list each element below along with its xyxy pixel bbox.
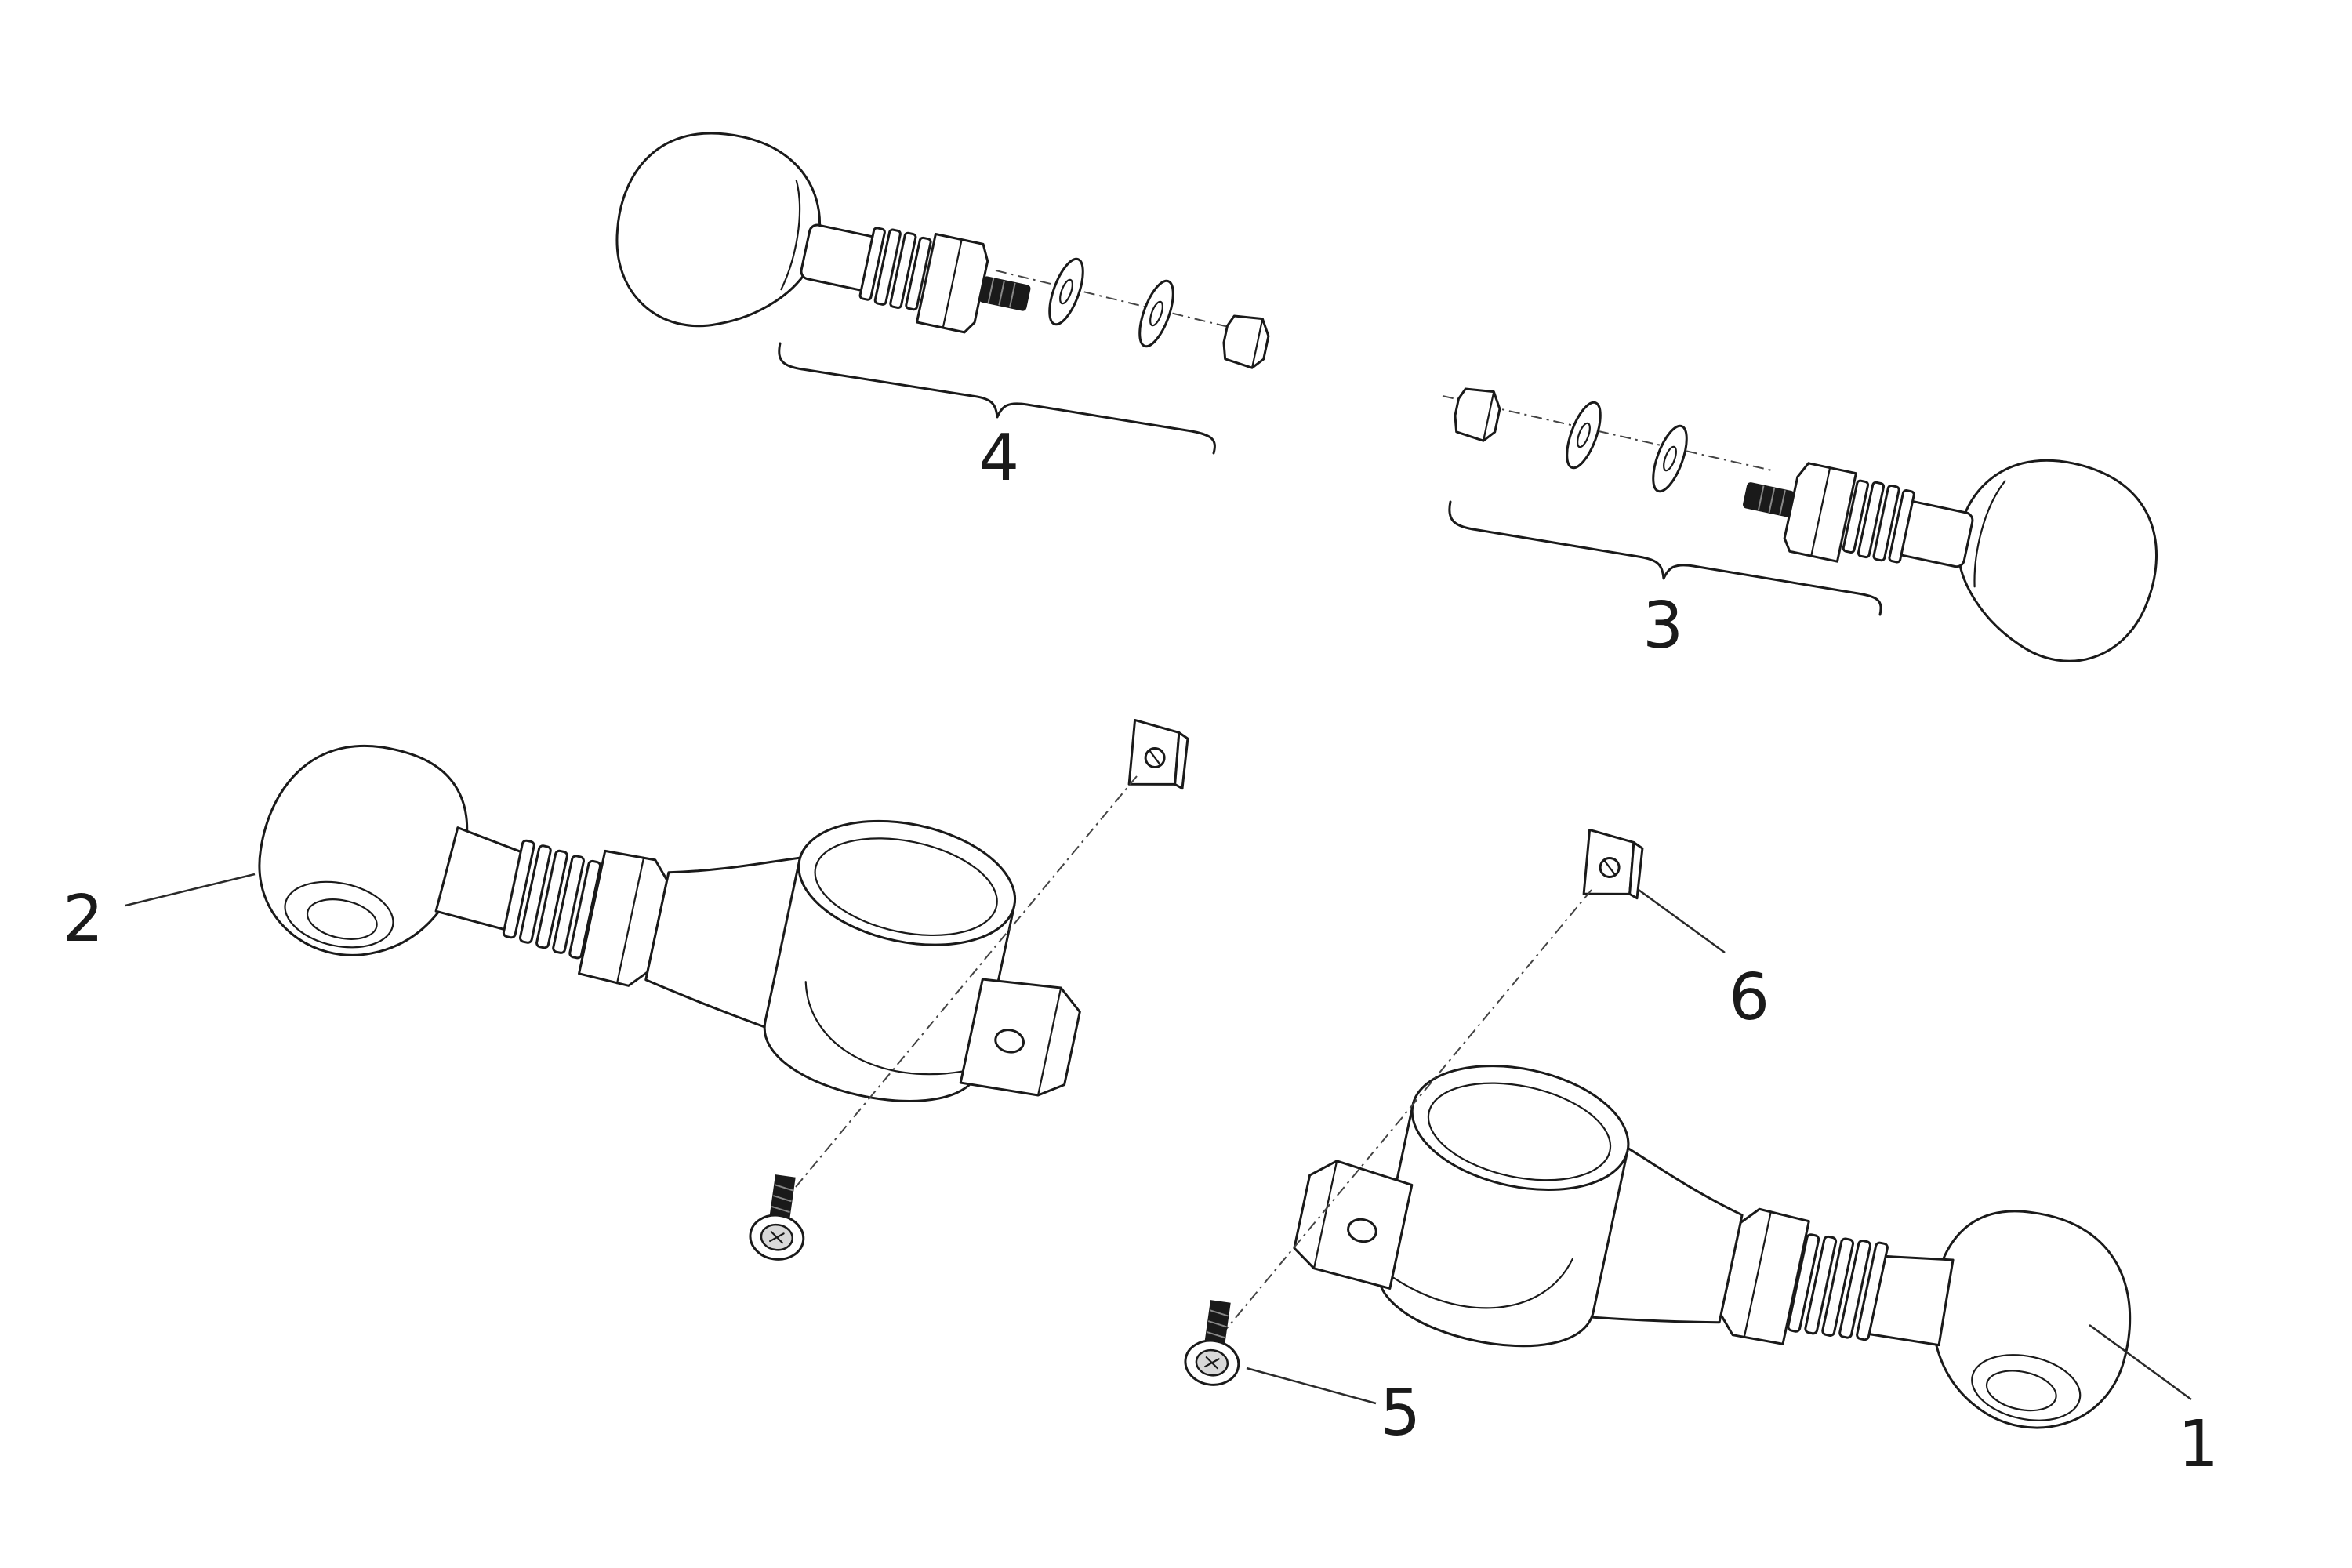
callout-5: 5 [1380,1376,1421,1450]
washer-left-1 [1041,253,1091,330]
callout-3: 3 [1642,589,1683,663]
washer-right-2 [1645,420,1695,497]
leader-item-5 [1246,1367,1377,1405]
leader-item-6 [1638,888,1726,954]
axis-line-item-4 [995,270,1255,334]
turn-signal-right-assembly [1724,397,2176,678]
bracket-item-4 [778,342,1216,455]
bracket-item-3 [1448,500,1882,616]
hex-nut-right [1450,383,1504,445]
callout-6: 6 [1729,960,1769,1035]
screw-right [1181,1297,1248,1390]
callout-4: 4 [978,421,1019,495]
leader-item-1 [2089,1323,2192,1401]
turn-signal-left-assembly [598,114,1050,395]
axis-line-screw-right [1222,889,1592,1334]
callout-2: 2 [63,882,103,956]
screw-left [746,1171,813,1265]
leader-item-2 [125,873,256,907]
washer-right-1 [1559,397,1609,474]
clamp-turn-signal-left [234,691,1112,1138]
clip-nut-left [1124,718,1192,793]
callout-1: 1 [2178,1407,2219,1482]
hex-nut-left [1218,310,1273,372]
